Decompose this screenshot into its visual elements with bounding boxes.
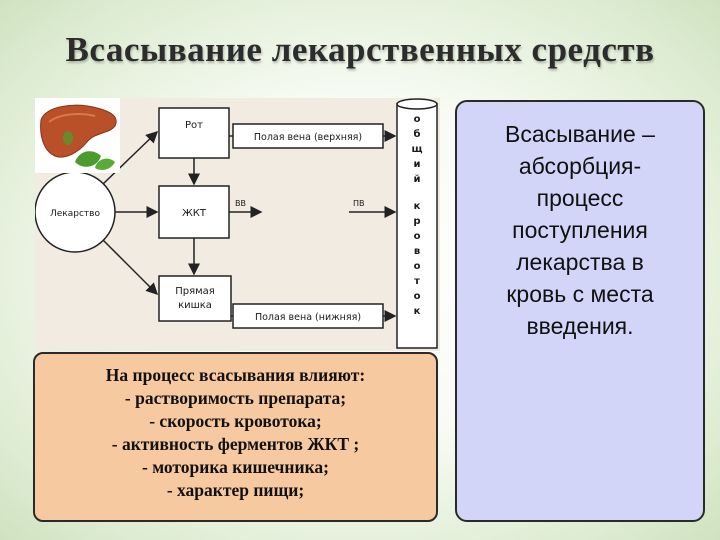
arrow-to-rectum <box>102 239 159 296</box>
definition-line: Всасывание – <box>505 121 655 147</box>
vb-right-label: ПВ <box>353 199 365 208</box>
rectum-label-2: кишка <box>178 300 212 311</box>
upper-vena-label: Полая вена (верхняя) <box>254 132 362 143</box>
drug-label: Лекарство <box>50 209 100 219</box>
definition-line: кровь с места <box>506 281 654 307</box>
factor-item: - активность ферментов ЖКТ ; <box>111 434 360 454</box>
lower-vena-label: Полая вена (нижняя) <box>255 312 361 323</box>
mouth-label: Рот <box>185 120 203 131</box>
circulation-cylinder-top <box>396 98 438 110</box>
factors-heading: На процесс всасывания влияют: <box>105 365 366 385</box>
slide-title: Всасывание лекарственных средств <box>65 30 655 69</box>
vb-left-label: ВВ <box>235 199 246 208</box>
definition-box: Всасывание – абсорбция- процесс поступле… <box>455 100 705 522</box>
rectum-label-1: Прямая <box>175 286 215 297</box>
definition-line: процесс <box>536 185 624 211</box>
factor-item: - характер пищи; <box>166 480 305 500</box>
circulation-cylinder <box>396 103 438 349</box>
mouth-box <box>158 107 230 159</box>
definition-line: поступления <box>512 217 648 243</box>
rectum-box <box>158 275 232 322</box>
absorption-diagram: Лекарство Рот ЖКТ Прямая кишка Полая вен… <box>35 98 440 351</box>
factor-item: - растворимость препарата; <box>124 388 347 408</box>
diagram-svg: Лекарство Рот ЖКТ Прямая кишка Полая вен… <box>35 98 438 349</box>
gi-tract-box <box>158 185 230 239</box>
definition-line: введения. <box>526 313 634 339</box>
upper-vena-box <box>232 123 384 149</box>
factor-item: - моторика кишечника; <box>142 457 329 477</box>
definition-line: абсорбция- <box>518 153 642 179</box>
gi-tract-label: ЖКТ <box>182 208 207 219</box>
factors-box: На процесс всасывания влияют: - раствори… <box>33 352 438 522</box>
arrow-to-mouth <box>102 130 159 185</box>
liver-icon <box>35 98 120 173</box>
factor-item: - скорость кровотока; <box>149 411 322 431</box>
definition-line: лекарства в <box>516 249 644 275</box>
